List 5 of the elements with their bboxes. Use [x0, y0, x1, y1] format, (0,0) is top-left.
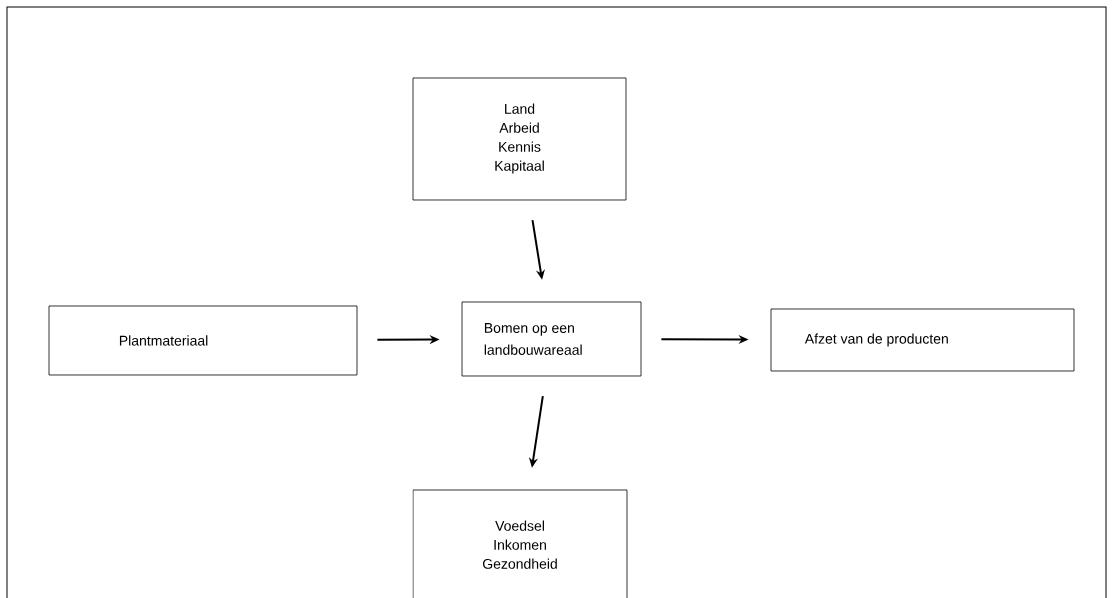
process-box: Land Arbeid Kennis Kapitaal — [412, 77, 627, 201]
process-box: Plantmateriaal — [48, 305, 358, 376]
process-box: Voedsel Inkomen Gezondheid — [412, 489, 628, 598]
process-box: Bomen op een landbouwareaal — [461, 301, 642, 377]
process-box: Afzet van de producten — [770, 308, 1075, 372]
